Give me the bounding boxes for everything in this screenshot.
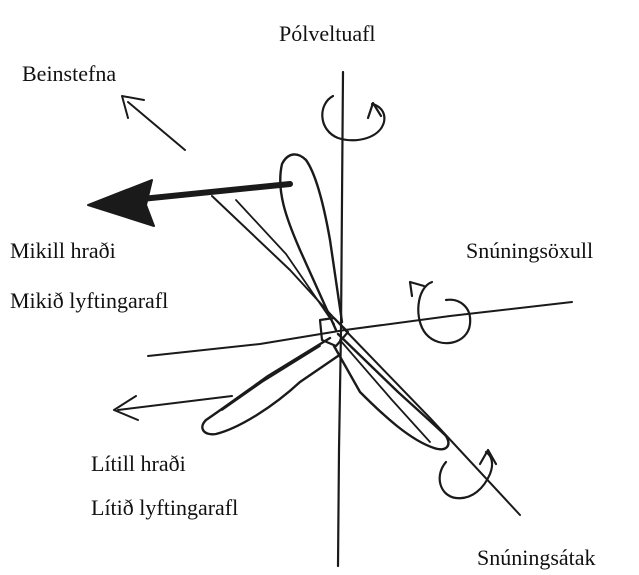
high-speed-lift-arrow-icon — [88, 180, 290, 226]
horizontal-pitch-axis — [148, 302, 572, 356]
upper-propeller-blade — [280, 154, 342, 330]
label-snuningsoxull: Snúningsöxull — [466, 240, 593, 262]
label-litill-hradi: Lítill hraði — [91, 453, 186, 475]
upper-blade-inner-line — [236, 200, 334, 324]
label-litid-lyftingarafl: Lítið lyftingarafl — [91, 497, 238, 519]
low-speed-lift-arrow-icon — [114, 396, 232, 420]
label-polveltuafl: Pólveltuafl — [279, 23, 376, 45]
pitch-rotation-arrow-icon — [410, 282, 470, 343]
yaw-rotation-arrow-icon — [322, 96, 384, 140]
lower-left-propeller-blade — [202, 338, 338, 434]
label-snuningsatak: Snúningsátak — [477, 547, 596, 569]
label-mikid-lyftingarafl: Mikið lyftingarafl — [10, 290, 168, 312]
lower-right-blade-inner-line — [340, 340, 430, 442]
label-beinstefna: Beinstefna — [22, 63, 116, 85]
label-mikill-hradi: Mikill hraði — [10, 240, 116, 262]
direction-arrow-icon — [122, 96, 185, 150]
lower-right-propeller-blade — [334, 334, 448, 449]
roll-rotation-arrow-icon — [440, 450, 496, 498]
